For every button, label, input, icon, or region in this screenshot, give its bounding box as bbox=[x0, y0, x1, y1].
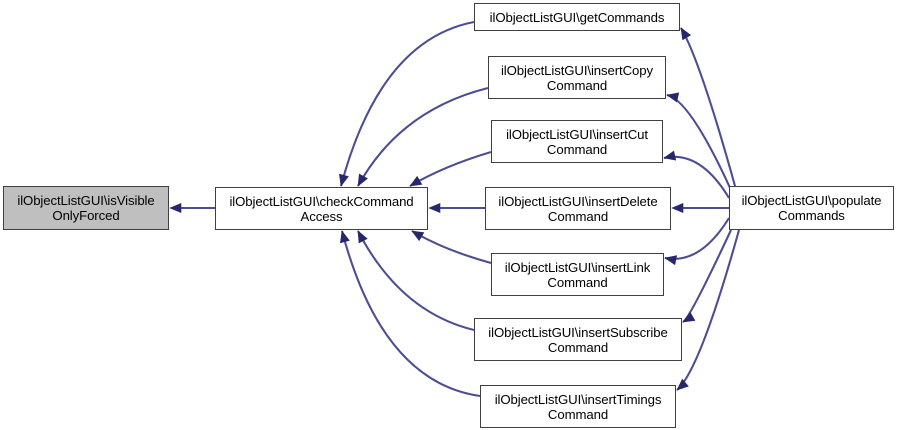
node-label: ilObjectListGUI\insertCopy Command bbox=[500, 62, 654, 93]
edge-populatecommands-to-insertcopycommand bbox=[666, 93, 732, 191]
edge-populatecommands-to-getcommands-arrowhead bbox=[680, 27, 692, 41]
edge-insertdeletecommand-to-checkcommandaccess-arrowhead bbox=[428, 202, 441, 214]
graph-node-insertcutcommand[interactable]: ilObjectListGUI\insertCut Command bbox=[491, 120, 663, 163]
edge-populatecommands-to-insertlinkcommand-arrowhead bbox=[664, 255, 678, 266]
node-label: ilObjectListGUI\populate Commands bbox=[741, 193, 882, 223]
edge-populatecommands-to-insertcutcommand bbox=[663, 155, 730, 199]
edge-populatecommands-to-insertdeletecommand-arrowhead bbox=[671, 202, 684, 214]
node-label: ilObjectListGUI\insertLink Command bbox=[504, 259, 651, 290]
graph-node-inserttimingscommand[interactable]: ilObjectListGUI\insertTimings Command bbox=[480, 385, 676, 428]
edge-inserttimingscommand-to-checkcommandaccess-arrowhead bbox=[340, 230, 350, 244]
node-label: ilObjectListGUI\insertCut Command bbox=[506, 126, 648, 157]
edge-populatecommands-to-insertcutcommand-arrowhead bbox=[663, 150, 677, 161]
edge-populatecommands-to-inserttimingscommand-arrowhead bbox=[676, 378, 689, 391]
graph-node-insertcopycommand[interactable]: ilObjectListGUI\insertCopy Command bbox=[488, 56, 666, 99]
edge-insertlinkcommand-to-checkcommandaccess bbox=[411, 230, 492, 265]
node-label: ilObjectListGUI\isVisible OnlyForced bbox=[17, 193, 155, 223]
edge-populatecommands-to-insertcopycommand-arrowhead bbox=[666, 92, 680, 103]
node-label: ilObjectListGUI\insertDelete Command bbox=[498, 193, 658, 224]
edge-insertlinkcommand-to-checkcommandaccess-arrowhead bbox=[411, 230, 425, 242]
edge-getcommands-to-checkcommandaccess bbox=[339, 20, 475, 187]
graph-node-insertlinkcommand[interactable]: ilObjectListGUI\insertLink Command bbox=[491, 253, 664, 296]
edge-populatecommands-to-getcommands bbox=[680, 27, 737, 187]
graph-node-isvisibleonlyforced[interactable]: ilObjectListGUI\isVisible OnlyForced bbox=[3, 186, 169, 230]
edge-insertcutcommand-to-checkcommandaccess-arrowhead bbox=[409, 175, 423, 187]
edge-insertcopycommand-to-checkcommandaccess-arrowhead bbox=[357, 173, 368, 187]
edge-populatecommands-to-insertsubscribecommand-arrowhead bbox=[682, 312, 696, 323]
graph-node-getcommands[interactable]: ilObjectListGUI\getCommands bbox=[474, 3, 680, 31]
edge-insertcopycommand-to-checkcommandaccess bbox=[357, 86, 489, 187]
edge-populatecommands-to-inserttimingscommand bbox=[676, 229, 741, 391]
graph-node-checkcommandaccess[interactable]: ilObjectListGUI\checkCommand Access bbox=[215, 187, 428, 230]
edge-insertcutcommand-to-checkcommandaccess bbox=[409, 150, 492, 187]
edge-populatecommands-to-insertlinkcommand bbox=[664, 217, 730, 260]
graph-node-populatecommands[interactable]: ilObjectListGUI\populate Commands bbox=[729, 186, 894, 230]
edge-getcommands-to-checkcommandaccess-arrowhead bbox=[339, 173, 349, 187]
node-label: ilObjectListGUI\checkCommand Access bbox=[229, 193, 414, 224]
edge-insertsubscribecommand-to-checkcommandaccess-arrowhead bbox=[357, 230, 368, 244]
node-label: ilObjectListGUI\insertSubscribe Command bbox=[488, 324, 668, 355]
edge-populatecommands-to-insertsubscribecommand bbox=[682, 229, 732, 323]
node-label: ilObjectListGUI\insertTimings Command bbox=[494, 391, 662, 422]
graph-node-insertdeletecommand[interactable]: ilObjectListGUI\insertDelete Command bbox=[485, 187, 671, 230]
edge-inserttimingscommand-to-checkcommandaccess bbox=[340, 230, 481, 398]
node-label: ilObjectListGUI\getCommands bbox=[489, 9, 665, 25]
edge-insertsubscribecommand-to-checkcommandaccess bbox=[357, 230, 475, 332]
graph-node-insertsubscribecommand[interactable]: ilObjectListGUI\insertSubscribe Command bbox=[474, 318, 682, 361]
edge-checkcommandaccess-to-isvisibleonlyforced-arrowhead bbox=[169, 202, 182, 214]
